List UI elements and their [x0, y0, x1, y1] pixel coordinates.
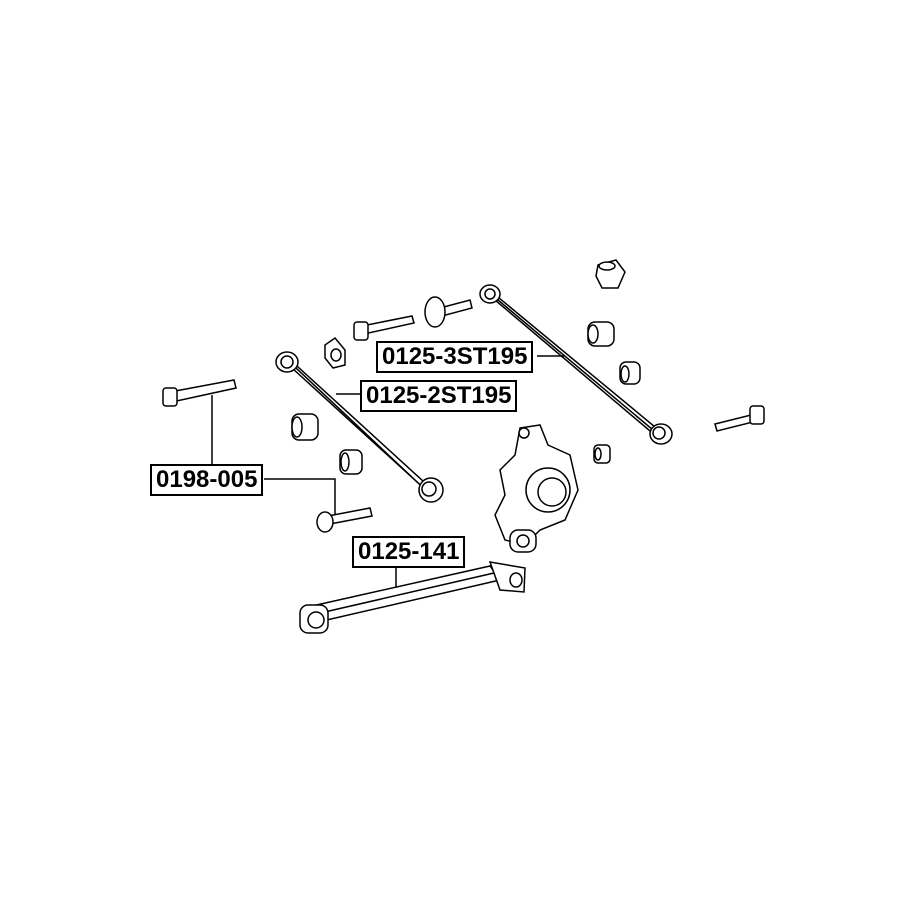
- bolt-right: [714, 405, 765, 432]
- cam-plate: [324, 336, 346, 369]
- bolt-left: [162, 379, 237, 407]
- lower-control-arm: [275, 351, 444, 503]
- steering-knuckle: [494, 424, 579, 553]
- part-label-upper-arm: 0125-3ST195: [376, 341, 534, 373]
- bolt-top: [353, 315, 415, 341]
- upper-control-arm: [479, 284, 673, 445]
- cam-bolt-top: [424, 296, 473, 328]
- bolt-lower: [316, 507, 373, 533]
- bushings: [291, 259, 641, 475]
- part-label-trailing-arm: 0125-141: [352, 536, 466, 568]
- trailing-arm: [299, 561, 526, 634]
- part-label-lower-arm: 0125-2ST195: [360, 380, 518, 412]
- part-label-bolt: 0198-005: [150, 464, 264, 496]
